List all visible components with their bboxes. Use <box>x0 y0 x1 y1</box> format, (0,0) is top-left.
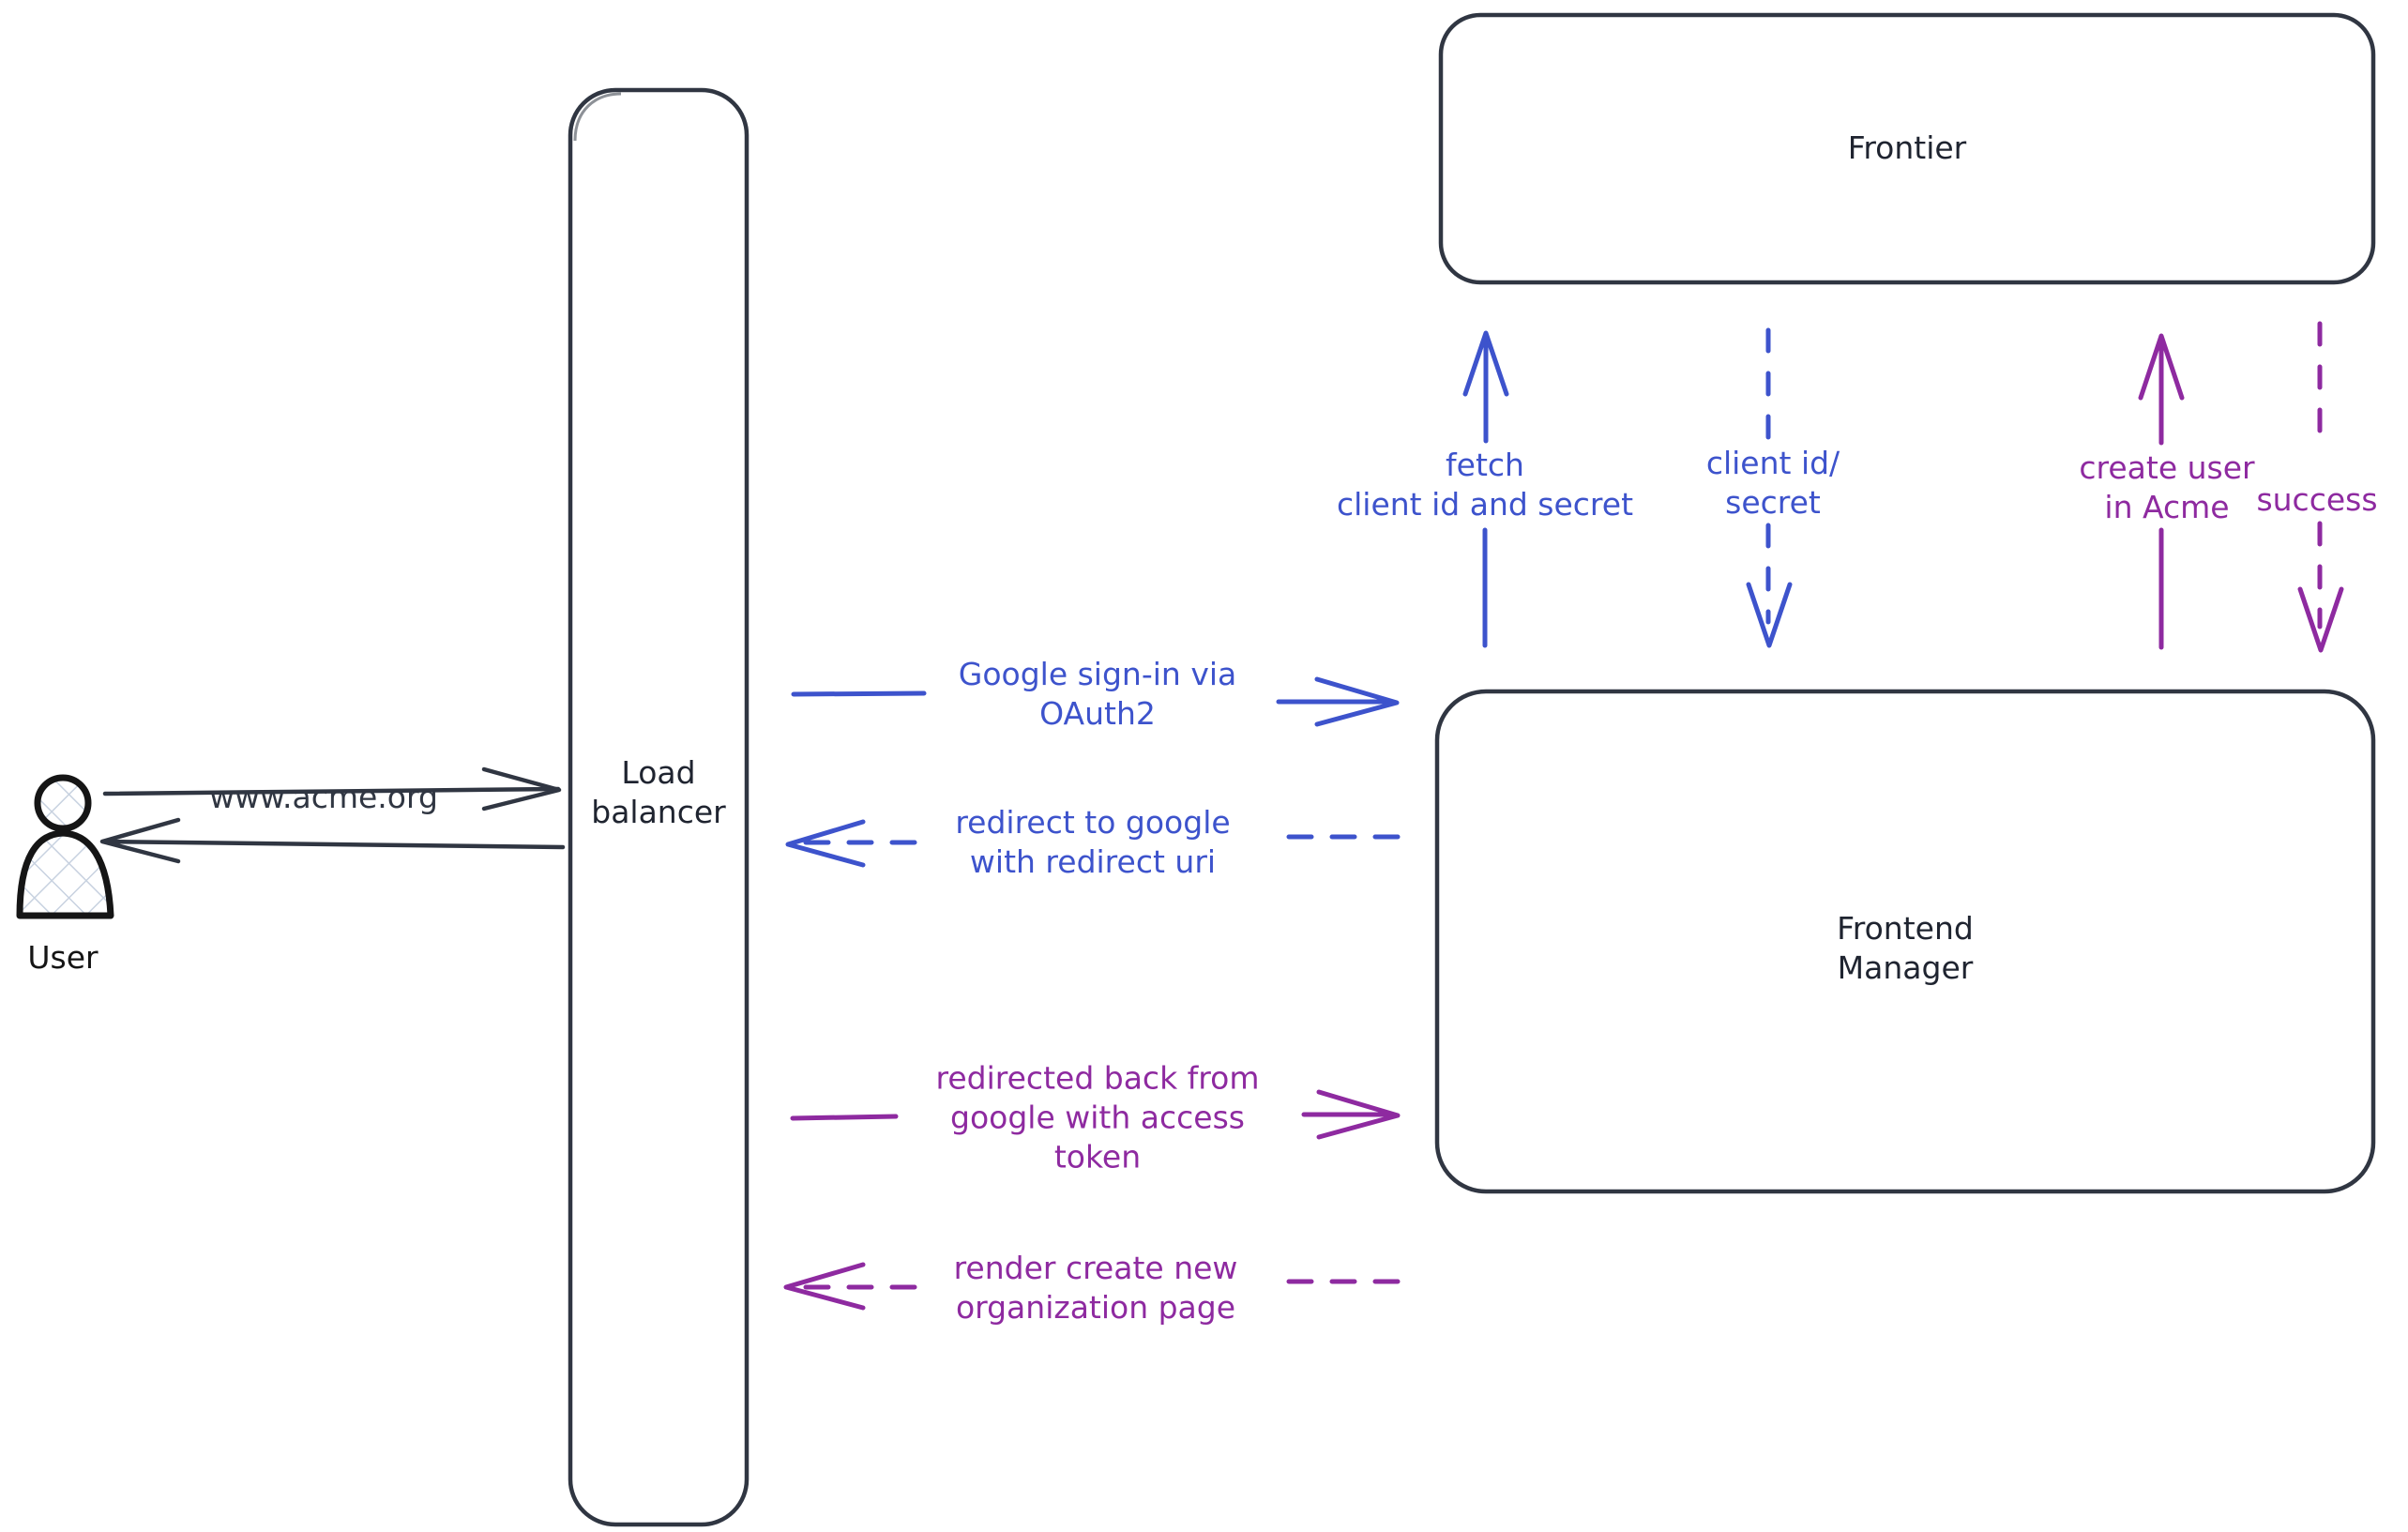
edge-user-to-load-balancer-stroke <box>102 766 562 812</box>
edge-render-create-new-organization-page-stroke <box>783 1262 1401 1311</box>
edge-success-response-stroke <box>2297 321 2344 653</box>
user-actor-glyph <box>16 774 114 919</box>
load-balancer-box[interactable] <box>568 87 750 1527</box>
edge-redirect-to-google-stroke <box>785 819 1401 868</box>
frontier-box[interactable] <box>1438 12 2376 285</box>
edge-client-id-secret-response-stroke <box>1746 327 1793 648</box>
edge-redirected-back-with-token-stroke <box>790 1089 1401 1140</box>
edge-fetch-client-id-and-secret-stroke <box>1462 330 1509 648</box>
frontend-manager-box[interactable] <box>1434 689 2376 1194</box>
edge-google-signin-oauth2-stroke <box>791 676 1400 727</box>
edge-load-balancer-to-user-stroke <box>99 817 566 864</box>
edge-create-user-in-acme-stroke <box>2138 333 2185 650</box>
